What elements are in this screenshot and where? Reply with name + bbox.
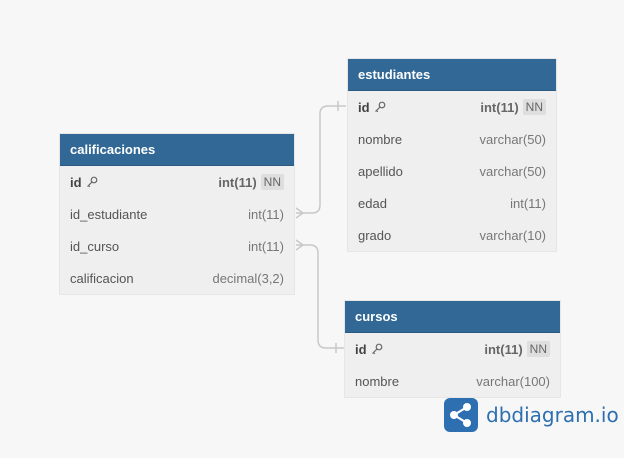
dbdiagram-logo-icon: [444, 398, 478, 432]
relation-calificaciones-estudiantes: [296, 105, 346, 214]
column-name: grado: [358, 227, 392, 243]
many-marker-curso: [295, 239, 305, 251]
column-name: id_estudiante: [70, 206, 148, 222]
table-header[interactable]: estudiantes: [348, 59, 556, 91]
table-row[interactable]: nombre varchar(50): [348, 123, 556, 155]
column-type: decimal(3,2): [212, 270, 284, 286]
table-row[interactable]: id_estudiante int(11): [60, 198, 294, 230]
column-type: int(11) NN: [480, 99, 546, 115]
column-type: int(11): [510, 195, 546, 211]
table-row[interactable]: nombre varchar(100): [345, 365, 560, 397]
table-row[interactable]: id int(11) NN: [345, 333, 560, 365]
column-name: id: [355, 342, 383, 357]
column-name: edad: [358, 195, 387, 211]
column-type: varchar(10): [479, 227, 546, 243]
column-type: varchar(50): [479, 131, 546, 147]
brand-watermark[interactable]: dbdiagram.io: [444, 398, 619, 432]
not-null-badge: NN: [526, 341, 550, 357]
table-row[interactable]: id int(11) NN: [60, 166, 294, 198]
brand-text: dbdiagram.io: [486, 403, 619, 427]
table-header[interactable]: calificaciones: [60, 134, 294, 166]
key-icon: [371, 343, 382, 355]
column-type: int(11): [248, 206, 284, 222]
table-header[interactable]: cursos: [345, 301, 560, 333]
column-type: int(11) NN: [484, 341, 550, 357]
column-type: int(11): [248, 238, 284, 254]
not-null-badge: NN: [522, 99, 546, 115]
not-null-badge: NN: [260, 174, 284, 190]
key-icon: [86, 176, 97, 188]
table-row[interactable]: id int(11) NN: [348, 91, 556, 123]
column-type: varchar(50): [479, 163, 546, 179]
column-name: id: [70, 175, 98, 190]
table-row[interactable]: apellido varchar(50): [348, 155, 556, 187]
key-icon: [374, 101, 385, 113]
table-row[interactable]: grado varchar(10): [348, 219, 556, 251]
column-name: id: [358, 100, 386, 115]
column-name: nombre: [355, 373, 400, 389]
table-row[interactable]: calificacion decimal(3,2): [60, 262, 294, 294]
table-estudiantes[interactable]: estudiantes id int(11) NN nombre varchar…: [348, 59, 556, 251]
column-name: calificacion: [70, 270, 134, 286]
table-cursos[interactable]: cursos id int(11) NN nombre varchar(100): [345, 301, 560, 397]
column-type: int(11) NN: [218, 174, 284, 190]
many-marker-estudiante: [295, 207, 305, 219]
column-name: id_curso: [70, 238, 120, 254]
table-row[interactable]: id_curso int(11): [60, 230, 294, 262]
table-calificaciones[interactable]: calificaciones id int(11) NN id_estudian…: [60, 134, 294, 294]
column-name: nombre: [358, 131, 403, 147]
relation-calificaciones-cursos: [296, 244, 344, 349]
column-name: apellido: [358, 163, 403, 179]
column-type: varchar(100): [476, 373, 550, 389]
table-row[interactable]: edad int(11): [348, 187, 556, 219]
